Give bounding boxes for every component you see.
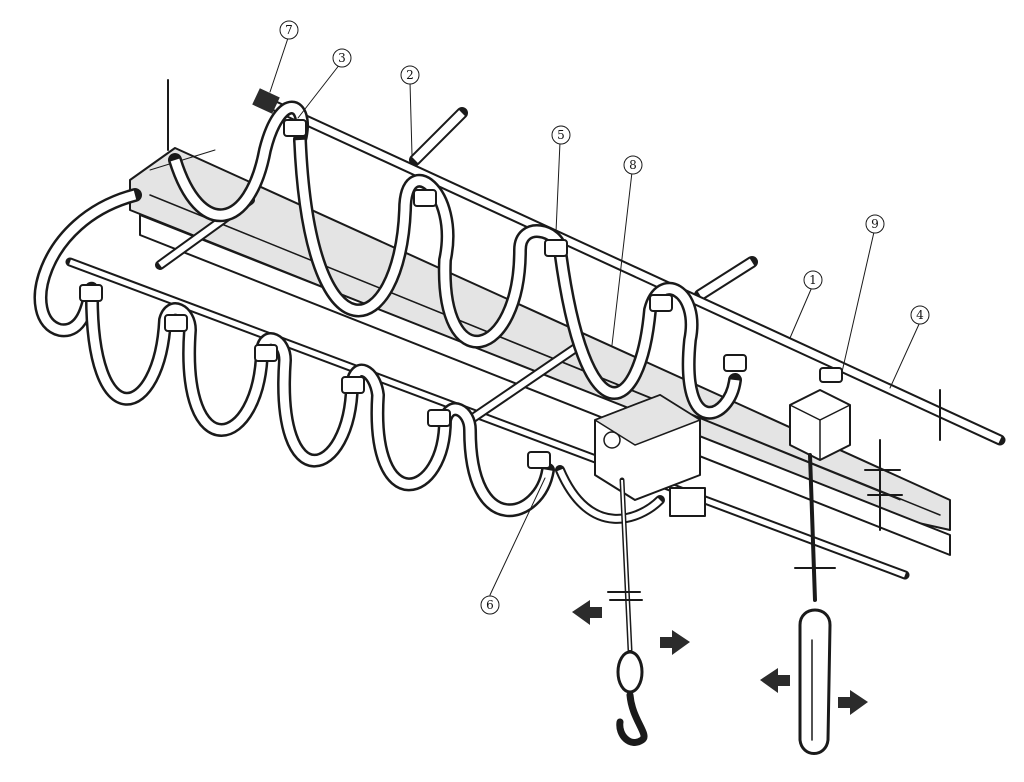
callout-9: 9: [865, 214, 885, 234]
upper-festoon-cable: [168, 100, 742, 420]
callout-label-5: 5: [557, 128, 565, 142]
callout-3: 3: [332, 48, 352, 68]
callout-label-4: 4: [916, 308, 924, 322]
motion-arrows: [572, 600, 868, 715]
callout-5: 5: [551, 125, 571, 145]
upper-track-tube: [252, 88, 1006, 446]
callout-label-6: 6: [486, 598, 494, 612]
callout-7: 7: [279, 20, 299, 40]
callout-label-7: 7: [285, 23, 293, 37]
callout-label-3: 3: [338, 51, 346, 65]
callout-label-1: 1: [809, 273, 817, 287]
callout-label-2: 2: [406, 68, 414, 82]
hook-assembly: [607, 477, 648, 746]
control-box: [789, 389, 851, 461]
rail-hangers: [167, 79, 941, 531]
callout-1: 1: [803, 270, 823, 290]
callout-leaders: [269, 37, 921, 596]
arrow-right-icon: [838, 690, 868, 715]
callout-8: 8: [623, 155, 643, 175]
lower-support-bar: [65, 257, 910, 580]
pendant-controller: [794, 453, 836, 755]
arrow-right-icon: [660, 630, 690, 655]
callout-4: 4: [910, 305, 930, 325]
arrow-left-icon: [572, 600, 602, 625]
callout-2: 2: [400, 65, 420, 85]
callout-label-9: 9: [871, 217, 879, 231]
callout-label-8: 8: [629, 158, 637, 172]
arrow-left-icon: [760, 668, 790, 693]
cable-trolleys: [79, 119, 843, 469]
callout-6: 6: [480, 595, 500, 615]
hoist-carriage: [594, 394, 706, 517]
